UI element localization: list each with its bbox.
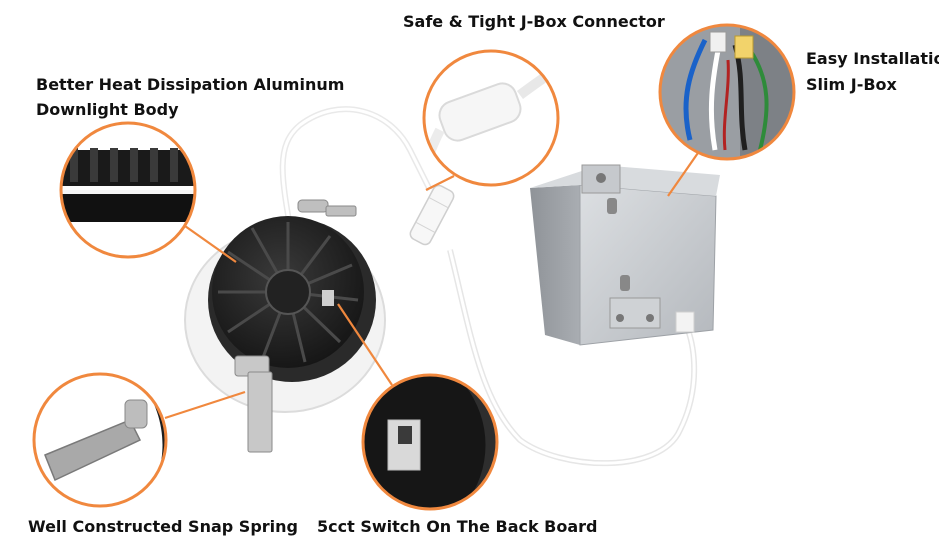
snap-spring-label: Well Constructed Snap Spring — [28, 517, 298, 536]
callout-heat-dissipation — [59, 121, 197, 259]
installation-label-line2: Slim J-Box — [806, 75, 897, 94]
connector-plug — [409, 184, 455, 246]
installation-label-line1: Easy Installation — [806, 49, 939, 68]
callout-switch — [361, 373, 499, 511]
junction-box — [530, 164, 720, 346]
callout-snap-spring — [32, 372, 168, 508]
switch-slot — [322, 290, 334, 306]
connector-label: Safe & Tight J-Box Connector — [403, 12, 665, 31]
heat-dissipation-label-line1: Better Heat Dissipation Aluminum — [36, 75, 345, 94]
power-cable-upper — [281, 107, 432, 286]
heat-dissipation-label-line2: Downlight Body — [36, 100, 179, 119]
snap-spring-top — [297, 199, 357, 217]
callout-lines — [164, 149, 701, 420]
callout-connector — [422, 49, 560, 187]
snap-spring-bottom — [234, 355, 273, 453]
switch-label: 5cct Switch On The Back Board — [317, 517, 598, 536]
downlight — [184, 199, 386, 453]
callout-wiring — [658, 23, 796, 161]
